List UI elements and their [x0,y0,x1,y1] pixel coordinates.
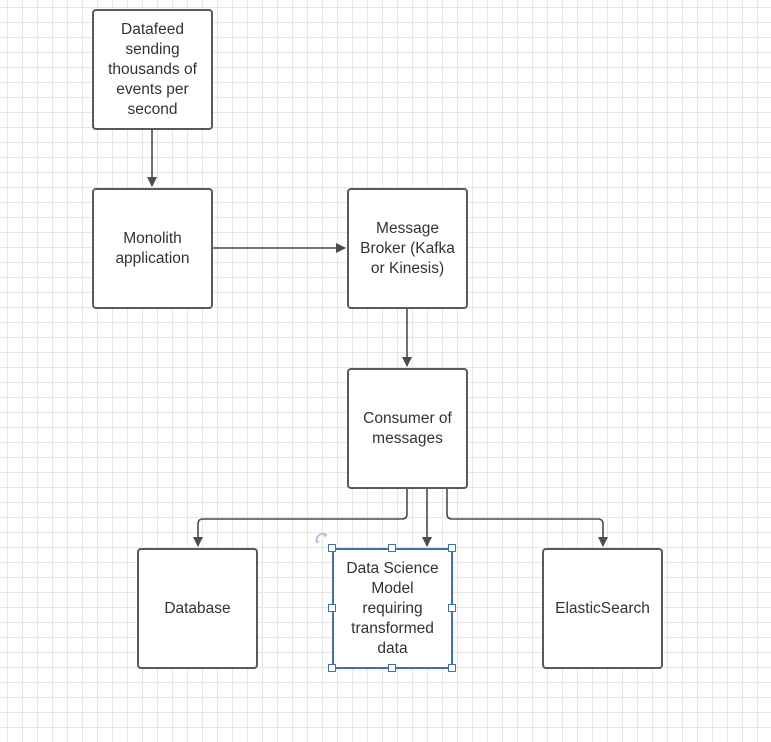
message-broker-node[interactable]: Message Broker (Kafka or Kinesis) [347,188,468,309]
monolith-application-node-label: Monolith application [115,229,190,267]
resize-handle-left[interactable] [328,604,336,612]
resize-handle-bottom[interactable] [388,664,396,672]
database-node-label: Database [164,599,231,617]
database-node[interactable]: Database [137,548,258,669]
datafeed-node-label: Datafeed sending thousands of events per… [108,20,197,118]
resize-handle-right[interactable] [448,604,456,612]
resize-handle-bottom-left[interactable] [328,664,336,672]
data-science-model-node[interactable]: Data Science Model requiring transformed… [332,548,453,669]
elasticsearch-node[interactable]: ElasticSearch [542,548,663,669]
connector-consumer-to-elastic[interactable] [446,489,608,547]
data-science-model-node-label: Data Science Model requiring transformed… [346,559,439,657]
elasticsearch-node-label: ElasticSearch [555,599,650,617]
connector-consumer-to-database[interactable] [193,489,408,547]
resize-handle-top-left[interactable] [328,544,336,552]
datafeed-node[interactable]: Datafeed sending thousands of events per… [92,9,213,130]
resize-handle-bottom-right[interactable] [448,664,456,672]
rotate-icon[interactable] [313,530,331,548]
message-broker-node-label: Message Broker (Kafka or Kinesis) [360,219,455,277]
resize-handle-top[interactable] [388,544,396,552]
consumer-node[interactable]: Consumer of messages [347,368,468,489]
monolith-application-node[interactable]: Monolith application [92,188,213,309]
resize-handle-top-right[interactable] [448,544,456,552]
consumer-node-label: Consumer of messages [363,409,452,447]
